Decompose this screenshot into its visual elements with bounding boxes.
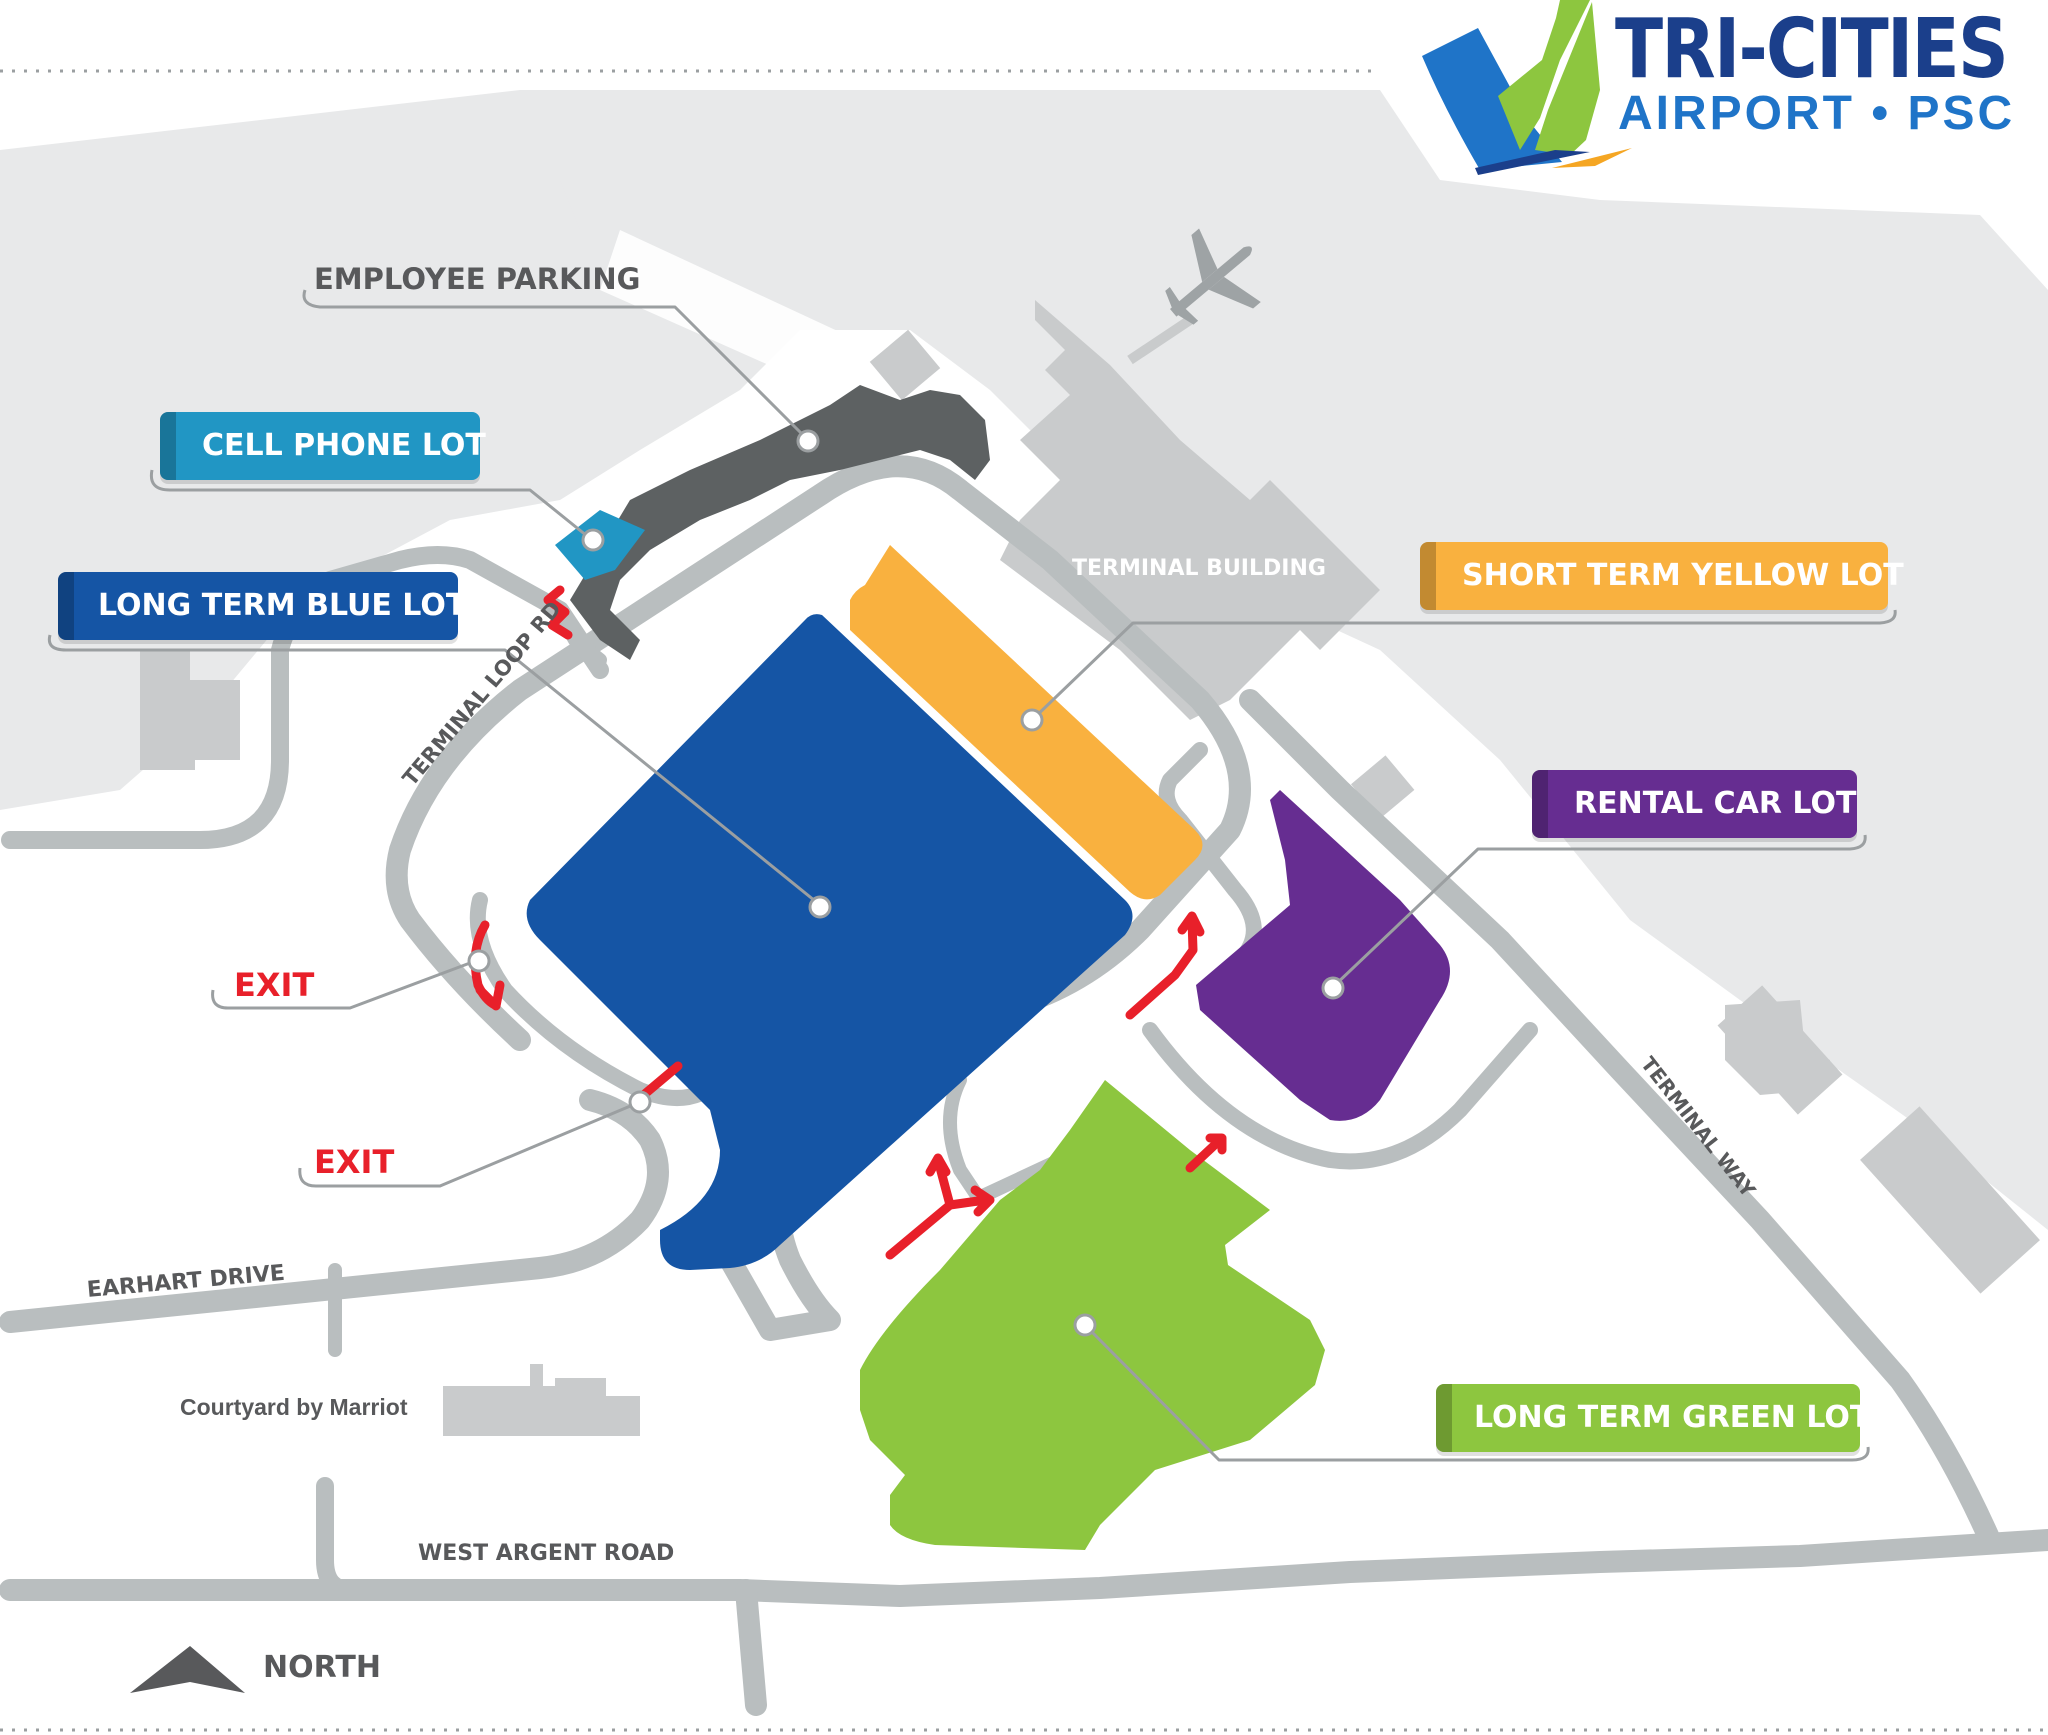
courtyard-building [443, 1364, 640, 1436]
courtyard-road [316, 1477, 359, 1599]
entry-arrow-green [1185, 1135, 1225, 1173]
inner-connector [1142, 1022, 1538, 1170]
leader-green [1083, 1323, 1870, 1462]
exit-label-2[interactable]: EXIT [314, 1143, 395, 1181]
airplane-icon [1165, 228, 1261, 325]
leader-rental [1331, 834, 1867, 989]
rental-car-lot-text: RENTAL CAR LOT [1574, 786, 1857, 821]
terminal-loop-inner [469, 892, 728, 1106]
employee-parking-label[interactable]: EMPLOYEE PARKING [314, 262, 641, 296]
north-arrow-icon [130, 1646, 245, 1693]
entry-arrow-green-head [1205, 1133, 1227, 1155]
green-lot-connector [943, 1073, 987, 1207]
west-argent-road-label: WEST ARGENT ROAD [418, 1541, 675, 1566]
brand-title: TRI-CITIES [1615, 2, 2009, 97]
entry-arrow-yellow [1125, 915, 1198, 1020]
cell-phone-lot-label[interactable]: CELL PHONE LOT [160, 412, 486, 480]
long-term-green-lot-label[interactable]: LONG TERM GREEN LOT [1436, 1384, 1870, 1452]
exit-label-1[interactable]: EXIT [234, 966, 315, 1004]
cell-lot-arrow [543, 585, 573, 640]
long-term-blue-lot-text: LONG TERM BLUE LOT [98, 588, 467, 623]
jet-bridge [1127, 315, 1193, 365]
road-network [0, 455, 2048, 1716]
west-argent-road [0, 1529, 2048, 1607]
leader-yellow [1030, 609, 1897, 722]
terminal-way [1239, 689, 2001, 1551]
rental-car-lot [1196, 790, 1450, 1121]
long-term-blue-lot-label[interactable]: LONG TERM BLUE LOT [58, 572, 466, 640]
small-building-top [869, 329, 941, 401]
long-term-green-lot-text: LONG TERM GREEN LOT [1474, 1400, 1871, 1435]
split-arrow-head [970, 1185, 995, 1217]
short-term-yellow-lot-label[interactable]: SHORT TERM YELLOW LOT [1420, 542, 1904, 610]
building-left [140, 650, 240, 770]
cell-phone-lot-text: CELL PHONE LOT [202, 428, 486, 463]
north-access-road [735, 1579, 767, 1716]
short-term-yellow-lot-text: SHORT TERM YELLOW LOT [1462, 558, 1904, 593]
north-label: NORTH [263, 1650, 381, 1685]
entry-arrow-yellow-head [1177, 911, 1205, 937]
leader-lines [47, 289, 1897, 1462]
employee-parking-lot [570, 385, 990, 660]
brand-subtitle: AIRPORT • PSC [1618, 87, 2016, 140]
leader-dots [467, 429, 1345, 1337]
leader-exit-1 [211, 958, 479, 1010]
long-term-blue-lot [526, 614, 1133, 1270]
terminal-building-label: TERMINAL BUILDING [1072, 556, 1326, 581]
apron-upper-left [10, 160, 580, 420]
exit-arrow-left-head [475, 980, 505, 1011]
leader-employee [302, 289, 810, 442]
split-arrow-up-head [925, 1153, 951, 1177]
leader-cell-phone [149, 469, 593, 542]
rental-car-lot-label[interactable]: RENTAL CAR LOT [1532, 770, 1857, 838]
long-term-green-lot [860, 1080, 1325, 1550]
building-right [1725, 1000, 1830, 1095]
airfield-ground [0, 90, 2048, 1230]
apron-strip [600, 230, 920, 410]
leader-exit-2 [298, 1100, 641, 1188]
hangar-right [1860, 1106, 2040, 1294]
earhart-drive [0, 1089, 669, 1333]
exit-arrow-icon [470, 585, 1227, 1260]
airport-logo-mark [1422, 0, 1632, 175]
courtyard-label: Courtyard by Marriot [180, 1394, 408, 1420]
leader-blue [47, 634, 821, 907]
